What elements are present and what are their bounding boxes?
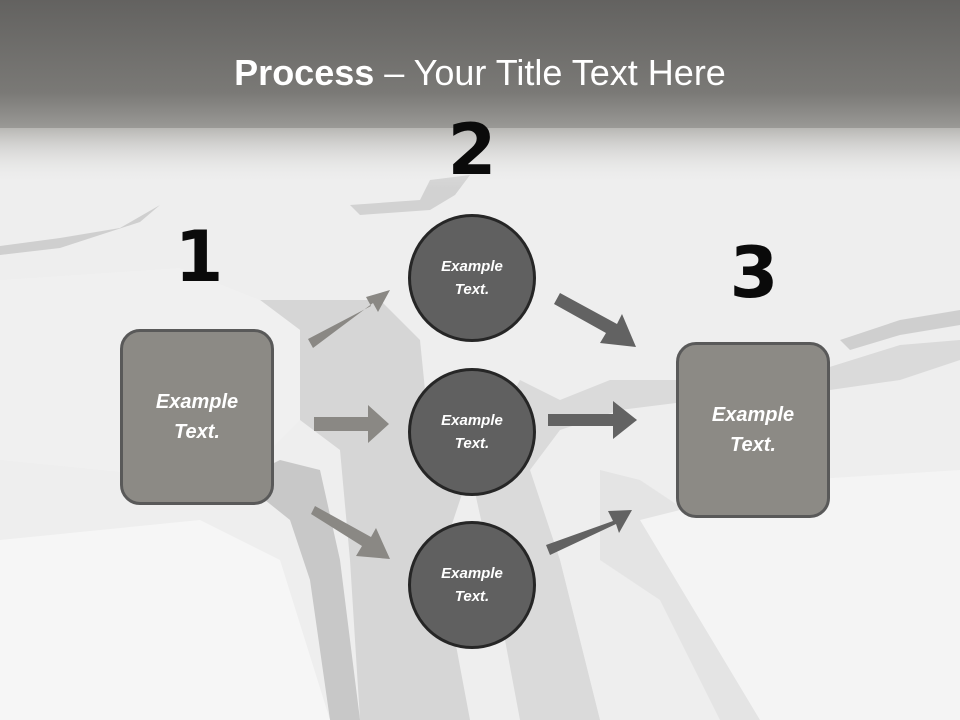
slide-title: Process – Your Title Text Here bbox=[0, 52, 960, 94]
step-number-2: 2 bbox=[447, 109, 497, 191]
arrow-bottom-to-output bbox=[546, 510, 632, 555]
middle-circle-top: Example Text. bbox=[408, 214, 536, 342]
arrow-input-to-bottom bbox=[311, 506, 390, 559]
arrow-center-to-output bbox=[548, 401, 637, 439]
input-box: Example Text. bbox=[120, 329, 274, 505]
middle-circle-center-text: Example Text. bbox=[441, 412, 503, 452]
arrow-input-to-top bbox=[308, 290, 390, 348]
middle-circle-bottom: Example Text. bbox=[408, 521, 536, 649]
middle-circle-center: Example Text. bbox=[408, 368, 536, 496]
title-rest: – Your Title Text Here bbox=[374, 52, 726, 93]
input-box-text: Example Text. bbox=[155, 391, 239, 443]
output-box: Example Text. bbox=[676, 342, 830, 518]
arrow-input-to-center bbox=[314, 405, 389, 443]
title-bold: Process bbox=[234, 52, 375, 93]
step-number-3: 3 bbox=[729, 232, 779, 314]
step-number-1: 1 bbox=[174, 216, 224, 298]
arrow-top-to-output bbox=[554, 293, 636, 347]
middle-circle-top-text: Example Text. bbox=[441, 258, 503, 298]
middle-circle-bottom-text: Example Text. bbox=[441, 565, 503, 605]
output-box-text: Example Text. bbox=[711, 404, 795, 456]
